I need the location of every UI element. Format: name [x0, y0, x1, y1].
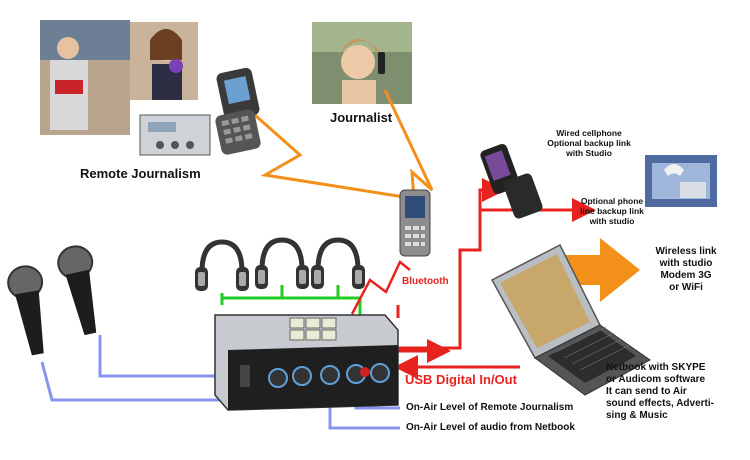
headphones-icon — [195, 237, 365, 291]
wireless-link-label: Wireless link with studio Modem 3G or Wi… — [655, 246, 717, 293]
netbook-label: Netbook with SKYPE or Audicom software I… — [606, 362, 714, 421]
flip-phone-icon — [215, 67, 261, 155]
remote-journalism-label: Remote Journalism — [80, 166, 201, 181]
bluetooth-label: Bluetooth — [402, 276, 449, 287]
bluetooth-zigzag — [350, 260, 411, 315]
usb-label: USB Digital In/Out — [405, 372, 517, 387]
laptop-icon — [490, 243, 651, 396]
journalist-photo — [312, 22, 412, 104]
reporter-photo — [130, 22, 198, 100]
orange-wireless-links — [237, 89, 434, 201]
wireless-arrow-icon — [562, 238, 640, 302]
wired-cellphone-icon — [480, 144, 543, 219]
microphone-icon — [7, 245, 97, 356]
onair-remote-label: On-Air Level of Remote Journalism — [406, 402, 574, 413]
journalist-label: Journalist — [330, 110, 393, 125]
mixer-icon — [214, 314, 399, 411]
phone-line-photo — [645, 155, 717, 207]
mini-mixer-icon — [139, 114, 211, 156]
remote-journalist-photo — [40, 20, 130, 135]
phone-line-label: Optional phone line backup link with stu… — [580, 196, 644, 226]
wired-cellphone-label: Wired cellphone Optional backup link wit… — [547, 128, 631, 158]
slider-phone-icon — [399, 189, 431, 257]
onair-netbook-label: On-Air Level of audio from Netbook — [406, 422, 575, 433]
